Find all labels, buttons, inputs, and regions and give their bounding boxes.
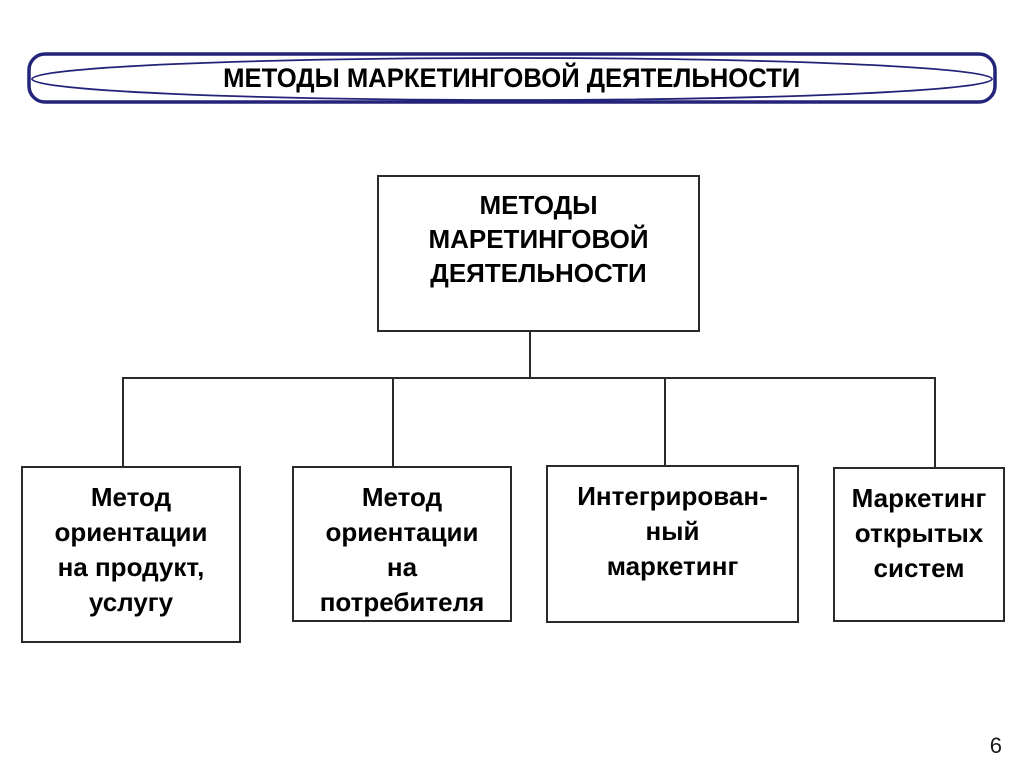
child-box-consumer-orientation: Метод ориентации на потребителя <box>292 466 512 622</box>
connector-drop-3 <box>664 377 666 465</box>
child-box-open-systems-marketing: Маркетинг открытых систем <box>833 467 1005 622</box>
banner-rounded-rect <box>27 52 997 104</box>
banner-inner-ellipse <box>31 57 993 101</box>
connector-horizontal <box>122 377 936 379</box>
connector-drop-4 <box>934 377 936 467</box>
banner-border-shape <box>27 52 997 104</box>
page-number: 6 <box>989 733 1002 758</box>
connector-root-drop <box>529 332 531 378</box>
child-box-integrated-marketing: Интегрирован- ный маркетинг <box>546 465 799 623</box>
title-banner: МЕТОДЫ МАРКЕТИНГОВОЙ ДЕЯТЕЛЬНОСТИ <box>27 52 997 104</box>
child-box-product-orientation: Метод ориентации на продукт, услугу <box>21 466 241 643</box>
connector-drop-2 <box>392 377 394 466</box>
root-box-methods: МЕТОДЫ МАРЕТИНГОВОЙ ДЕЯТЕЛЬНОСТИ <box>377 175 700 332</box>
slide-title-text: МЕТОДЫ МАРКЕТИНГОВОЙ ДЕЯТЕЛЬНОСТИ <box>223 62 801 93</box>
slide-title: МЕТОДЫ МАРКЕТИНГОВОЙ ДЕЯТЕЛЬНОСТИ <box>27 52 997 104</box>
connector-drop-1 <box>122 377 124 466</box>
